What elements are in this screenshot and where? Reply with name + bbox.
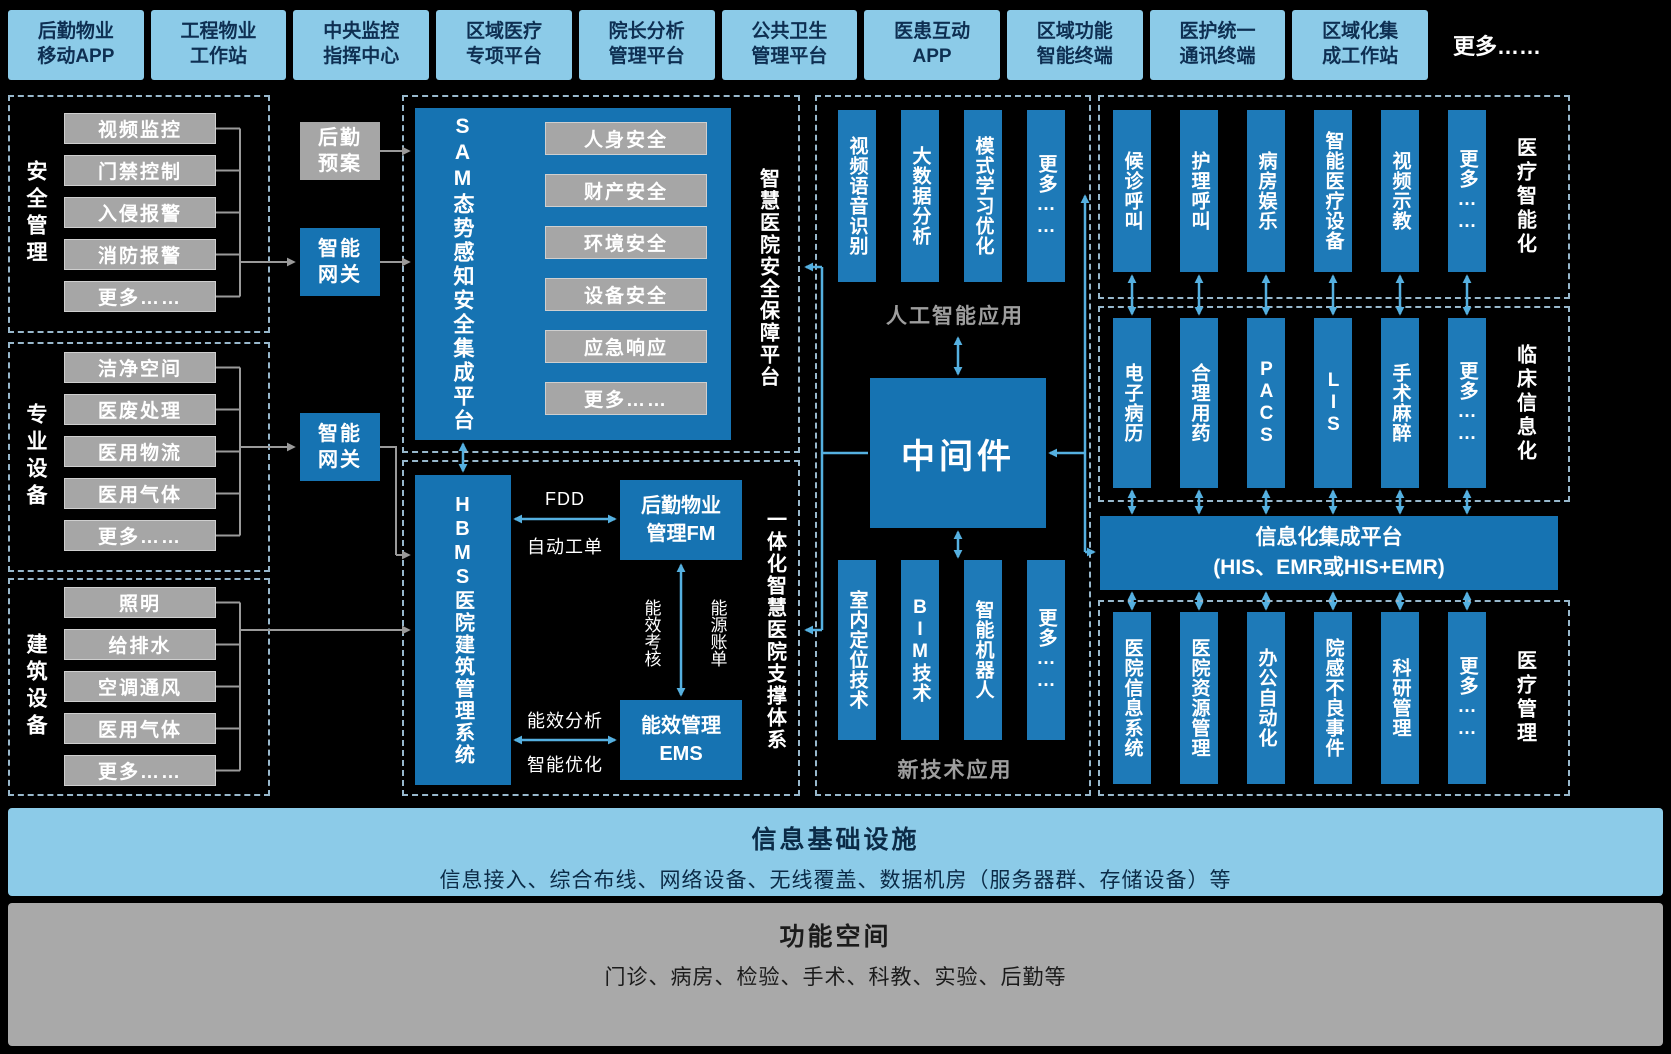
- function-space-bar: 功能空间 门诊、病房、检验、手术、科教、实验、后勤等: [8, 903, 1663, 1046]
- med-intel-box: 视频示教: [1381, 110, 1419, 272]
- group-frame-security: [8, 95, 270, 333]
- med-mgmt-box: 科研管理: [1381, 612, 1419, 784]
- list-item: 给排水: [64, 629, 216, 660]
- function-space-desc: 门诊、病房、检验、手术、科教、实验、后勤等: [604, 966, 1067, 989]
- app-box-public-health: 公共卫生 管理平台: [721, 10, 858, 80]
- group-title-security: 安全管理: [24, 160, 47, 268]
- ai-box: 更多……: [1027, 110, 1065, 282]
- new-tech-label: 新技术应用: [897, 759, 1013, 782]
- info-infrastructure-title: 信息基础设施: [751, 826, 920, 854]
- ai-box: 大数据分析: [901, 110, 939, 282]
- medical-intelligence-label: 医疗智能化: [1513, 137, 1536, 257]
- app-box-logistics-app: 后勤物业 移动APP: [8, 10, 144, 80]
- info-infrastructure-bar: 信息基础设施 信息接入、综合布线、网络设备、无线覆盖、数据机房（服务器群、存储设…: [8, 808, 1663, 896]
- hbms-box: HBMS医院建筑管理系统: [415, 475, 511, 785]
- group-frame-professional: [8, 342, 270, 572]
- med-intel-box: 更多……: [1448, 110, 1486, 272]
- list-item: 医废处理: [64, 394, 216, 425]
- list-item: 消防报警: [64, 239, 216, 270]
- smart-optimization-label: 智能优化: [527, 755, 603, 775]
- logistics-plan-box: 后勤 预案: [300, 122, 380, 180]
- group-frame-building: [8, 578, 270, 796]
- top-application-row: 后勤物业 移动APP 工程物业 工作站 中央监控 指挥中心 区域医疗 专项平台 …: [8, 10, 1663, 80]
- med-intel-box: 病房娱乐: [1247, 110, 1285, 272]
- list-item: 入侵报警: [64, 197, 216, 228]
- tech-box: 室内定位技术: [838, 560, 876, 740]
- center-section-frame: [815, 95, 1091, 796]
- app-box-smart-terminal: 区域功能 智能终端: [1006, 10, 1143, 80]
- tech-box: 智能机器人: [964, 560, 1002, 740]
- support-platform-label: 一体化智慧医院支撑体系: [763, 509, 786, 751]
- list-item: 医用气体: [64, 478, 216, 509]
- app-box-patient-app: 医患互动 APP: [864, 10, 1000, 80]
- med-mgmt-box: 医院资源管理: [1180, 612, 1218, 784]
- list-item: 空调通风: [64, 671, 216, 702]
- energy-analysis-label: 能效分析: [527, 711, 603, 731]
- smart-gateway-box-2: 智能 网关: [300, 413, 380, 481]
- top-row-more-label: 更多……: [1453, 34, 1542, 59]
- integration-platform-box: 信息化集成平台 (HIS、EMR或HIS+EMR): [1100, 516, 1558, 590]
- group-title-professional: 专业设备: [24, 403, 47, 511]
- sam-platform-title: SAM态势感知安全集成平台: [451, 115, 474, 433]
- med-mgmt-box: 医院信息系统: [1113, 612, 1151, 784]
- med-mgmt-box: 办公自动化: [1247, 612, 1285, 784]
- ai-application-label: 人工智能应用: [886, 305, 1024, 328]
- fm-box: 后勤物业 管理FM: [620, 480, 742, 560]
- sam-item: 环境安全: [545, 226, 707, 259]
- app-box-director-analysis: 院长分析 管理平台: [578, 10, 715, 80]
- list-item: 医用物流: [64, 436, 216, 467]
- ai-box: 视频语音识别: [838, 110, 876, 282]
- list-item: 更多……: [64, 281, 216, 312]
- clinical-information-label: 临床信息化: [1513, 344, 1536, 464]
- sam-item: 人身安全: [545, 122, 707, 155]
- fdd-label: FDD: [545, 489, 585, 509]
- med-intel-box: 护理呼叫: [1180, 110, 1218, 272]
- list-item: 更多……: [64, 755, 216, 786]
- app-box-engineering-workstation: 工程物业 工作站: [150, 10, 287, 80]
- tech-box: 更多……: [1027, 560, 1065, 740]
- clinical-box: 更多……: [1448, 318, 1486, 488]
- med-intel-box: 候诊呼叫: [1113, 110, 1151, 272]
- list-item: 洁净空间: [64, 352, 216, 383]
- security-platform-label: 智慧医院安全保障平台: [756, 167, 779, 388]
- app-box-regional-medical: 区域医疗 专项平台: [436, 10, 572, 80]
- clinical-box: 手术麻醉: [1381, 318, 1419, 488]
- app-box-integrated-workstation: 区域化集 成工作站: [1292, 10, 1429, 80]
- ems-box: 能效管理 EMS: [620, 700, 742, 780]
- function-space-title: 功能空间: [779, 923, 892, 951]
- middleware-box: 中间件: [870, 378, 1046, 528]
- energy-check-label: 能效考核: [641, 599, 661, 667]
- med-intel-box: 智能医疗设备: [1314, 110, 1352, 272]
- clinical-box: PACS: [1247, 318, 1285, 488]
- list-item: 更多……: [64, 520, 216, 551]
- clinical-box: LIS: [1314, 318, 1352, 488]
- clinical-box: 合理用药: [1180, 318, 1218, 488]
- list-item: 门禁控制: [64, 155, 216, 186]
- auto-ticket-label: 自动工单: [527, 537, 603, 557]
- clinical-box: 电子病历: [1113, 318, 1151, 488]
- med-mgmt-box: 更多……: [1448, 612, 1486, 784]
- security-assurance-platform-frame: [402, 95, 800, 453]
- list-item: 视频监控: [64, 113, 216, 144]
- medical-management-label: 医疗管理: [1513, 650, 1536, 746]
- sam-item: 更多……: [545, 382, 707, 415]
- sam-item: 应急响应: [545, 330, 707, 363]
- list-item: 照明: [64, 587, 216, 618]
- ai-box: 模式学习优化: [964, 110, 1002, 282]
- tech-box: BIM技术: [901, 560, 939, 740]
- list-item: 医用气体: [64, 713, 216, 744]
- energy-bill-label: 能源账单: [707, 599, 727, 667]
- sam-item: 财产安全: [545, 174, 707, 207]
- med-mgmt-box: 院感不良事件: [1314, 612, 1352, 784]
- group-title-building: 建筑设备: [24, 633, 47, 741]
- sam-item: 设备安全: [545, 278, 707, 311]
- app-box-central-monitor: 中央监控 指挥中心: [293, 10, 430, 80]
- info-infrastructure-desc: 信息接入、综合布线、网络设备、无线覆盖、数据机房（服务器群、存储设备）等: [439, 869, 1232, 892]
- smart-gateway-box-1: 智能 网关: [300, 228, 380, 296]
- app-box-comm-terminal: 医护统一 通讯终端: [1149, 10, 1286, 80]
